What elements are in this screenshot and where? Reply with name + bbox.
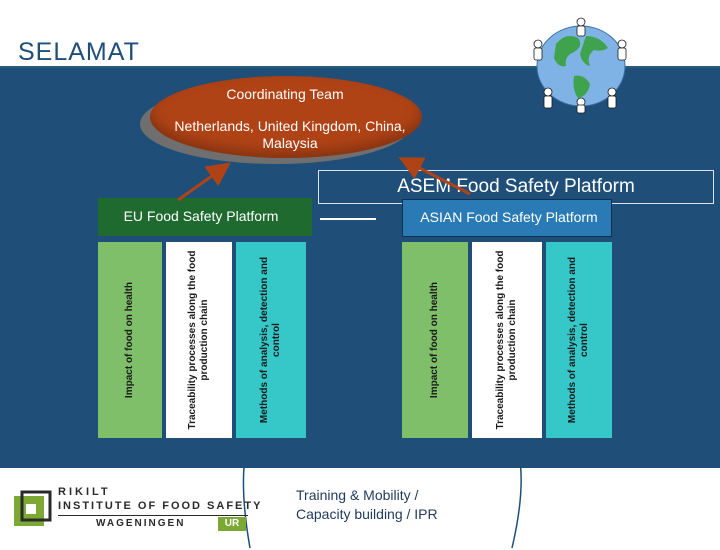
eu-platform-label: EU Food Safety Platform xyxy=(98,208,304,224)
logo-wageningen: WAGENINGEN xyxy=(96,518,185,529)
coordinating-team-members: Netherlands, United Kingdom, China, Mala… xyxy=(165,118,415,152)
eu-column-methods: Methods of analysis, detection and contr… xyxy=(236,242,306,438)
asian-column-methods: Methods of analysis, detection and contr… xyxy=(546,242,612,438)
asian-column-impact-label: Impact of food on health xyxy=(429,245,441,435)
asem-platform-label: ASEM Food Safety Platform xyxy=(318,176,714,198)
eu-column-traceability-label: Traceability processes along the food pr… xyxy=(187,245,211,435)
asian-column-traceability-label: Traceability processes along the food pr… xyxy=(495,245,519,435)
asian-platform-label: ASIAN Food Safety Platform xyxy=(402,209,616,225)
logo-institute: INSTITUTE OF FOOD SAFETY xyxy=(58,500,262,512)
asian-column-traceability: Traceability processes along the food pr… xyxy=(472,242,542,438)
asian-column-impact: Impact of food on health xyxy=(402,242,468,438)
globe-people-icon xyxy=(526,14,636,114)
eu-column-impact-label: Impact of food on health xyxy=(124,245,136,435)
platform-connector-line xyxy=(320,218,376,220)
logo-ur-badge: UR xyxy=(218,517,246,531)
eu-column-methods-label: Methods of analysis, detection and contr… xyxy=(259,245,283,435)
rikilt-logo-icon xyxy=(12,490,52,530)
slide-title: SELAMAT xyxy=(18,38,140,67)
training-mobility-text: Training & Mobility / Capacity building … xyxy=(296,486,438,524)
coordinating-team-title: Coordinating Team xyxy=(150,86,420,102)
logo-name: RIKILT xyxy=(58,486,111,498)
training-line-2: Capacity building / IPR xyxy=(296,505,438,524)
asian-column-methods-label: Methods of analysis, detection and contr… xyxy=(567,245,591,435)
eu-column-traceability: Traceability processes along the food pr… xyxy=(166,242,232,438)
eu-column-impact: Impact of food on health xyxy=(98,242,162,438)
training-line-1: Training & Mobility / xyxy=(296,486,438,505)
logo-divider xyxy=(58,515,248,516)
